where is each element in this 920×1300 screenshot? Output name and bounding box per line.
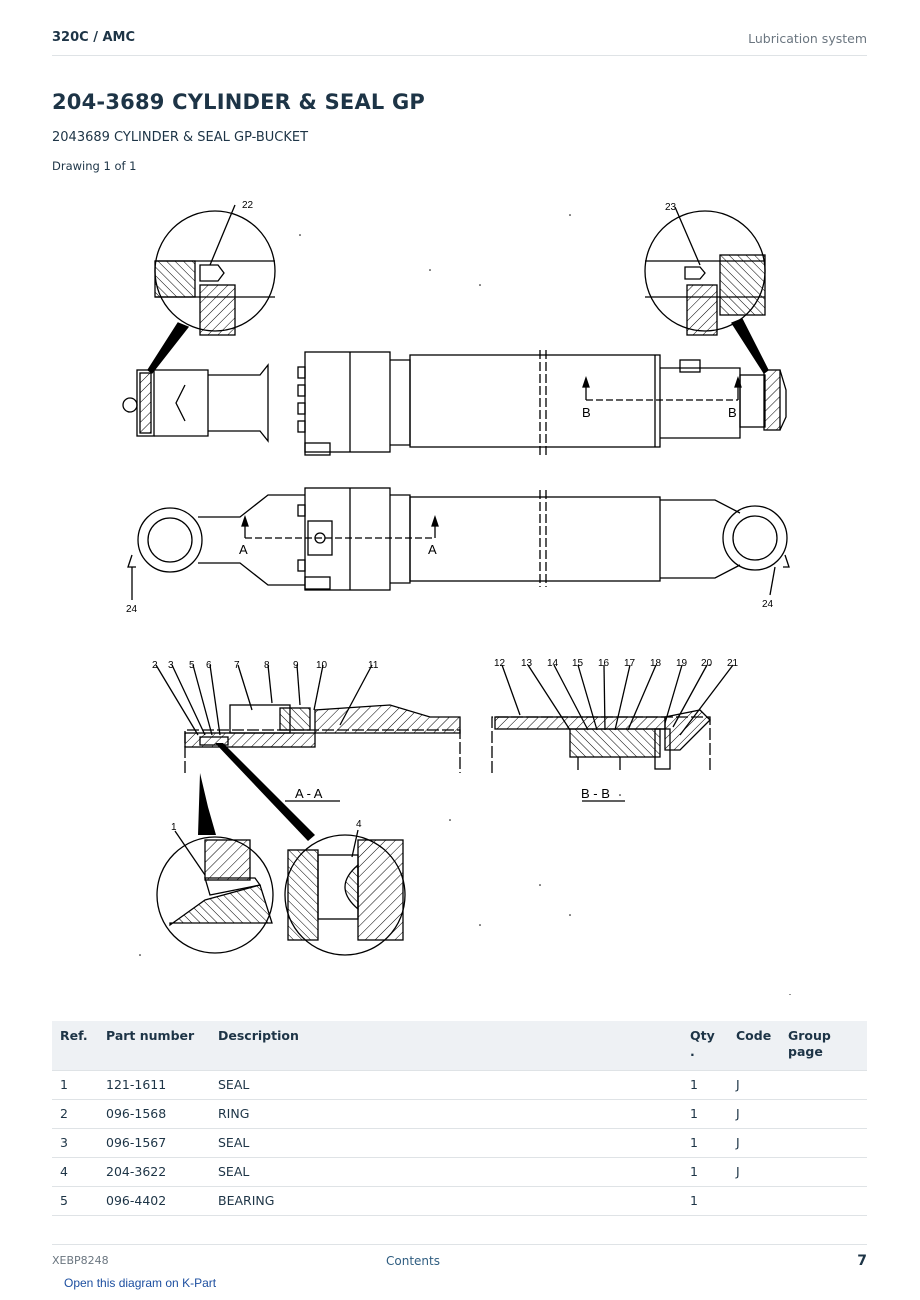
table-row: 3 096-1567 SEAL 1 J (52, 1128, 867, 1158)
section-mark-a-left: A (239, 542, 248, 557)
col-header-code: Code (728, 1021, 780, 1070)
callout-24-right: 24 (762, 599, 774, 610)
cell-description: SEAL (210, 1128, 682, 1158)
cell-description: SEAL (210, 1070, 682, 1100)
callout-4: 4 (356, 819, 362, 830)
callout-12: 12 (494, 658, 506, 669)
callout-22: 22 (242, 200, 254, 211)
cell-qty: 1 (682, 1070, 728, 1100)
callout-21: 21 (727, 658, 739, 669)
callout-1: 1 (171, 822, 177, 833)
section-b-b (491, 664, 734, 802)
detail-circle-4 (284, 829, 406, 956)
col-header-group-page: Group page (780, 1021, 867, 1070)
callout-14: 14 (547, 658, 559, 669)
col-header-description: Description (210, 1021, 682, 1070)
parts-diagram: 22 23 24 24 A A B B 2 3 5 6 7 8 9 10 11 … (100, 195, 820, 996)
callout-9: 9 (293, 660, 299, 671)
section-b-b-label: B - B (581, 786, 610, 801)
callout-15: 15 (572, 658, 584, 669)
section-mark-b-left: B (582, 405, 591, 420)
callout-8: 8 (264, 660, 270, 671)
col-header-part-number: Part number (98, 1021, 210, 1070)
cell-code (728, 1186, 780, 1216)
callout-18: 18 (650, 658, 662, 669)
cell-part-number: 096-1568 (98, 1099, 210, 1129)
open-kpart-link[interactable]: Open this diagram on K-Part (64, 1276, 217, 1290)
col-header-qty: Qty . (682, 1021, 728, 1070)
cell-ref: 1 (52, 1070, 98, 1100)
page-title: 204-3689 CYLINDER & SEAL GP (52, 90, 426, 114)
table-row: 2 096-1568 RING 1 J (52, 1099, 867, 1129)
table-row: 5 096-4402 BEARING 1 (52, 1186, 867, 1216)
cell-group-page (780, 1128, 867, 1158)
callout-20: 20 (701, 658, 713, 669)
cell-part-number: 096-4402 (98, 1186, 210, 1216)
cell-code: J (728, 1099, 780, 1129)
table-row: 4 204-3622 SEAL 1 J (52, 1157, 867, 1187)
cell-description: RING (210, 1099, 682, 1129)
callout-19: 19 (676, 658, 688, 669)
cylinder-side-view (127, 487, 790, 600)
cell-code: J (728, 1070, 780, 1100)
cell-part-number: 204-3622 (98, 1157, 210, 1187)
page-footer: XEBP8248 Contents 7 (52, 1244, 867, 1270)
cell-qty: 1 (682, 1186, 728, 1216)
callout-10: 10 (316, 660, 328, 671)
document-id: XEBP8248 (52, 1254, 109, 1267)
cell-qty: 1 (682, 1128, 728, 1158)
cell-ref: 3 (52, 1128, 98, 1158)
callout-17: 17 (624, 658, 636, 669)
cell-ref: 5 (52, 1186, 98, 1216)
callout-24-left: 24 (126, 604, 138, 615)
cell-group-page (780, 1157, 867, 1187)
callout-13: 13 (521, 658, 533, 669)
cylinder-drawing-svg: 22 23 24 24 A A B B 2 3 5 6 7 8 9 10 11 … (122, 200, 791, 996)
detail-circle-22 (147, 204, 276, 374)
callout-23: 23 (665, 202, 677, 213)
cell-description: BEARING (210, 1186, 682, 1216)
callout-11: 11 (368, 660, 379, 671)
callout-2: 2 (152, 660, 158, 671)
cylinder-top-view (122, 350, 787, 456)
cell-ref: 4 (52, 1157, 98, 1187)
model-label: 320C / AMC (52, 30, 136, 45)
col-header-ref: Ref. (52, 1021, 98, 1070)
cell-qty: 1 (682, 1157, 728, 1187)
cell-code: J (728, 1157, 780, 1187)
callout-6: 6 (206, 660, 212, 671)
cell-part-number: 121-1611 (98, 1070, 210, 1100)
section-mark-a-right: A (428, 542, 437, 557)
section-a-a-label: A - A (295, 786, 323, 801)
cell-group-page (780, 1099, 867, 1129)
parts-table: Ref. Part number Description Qty . Code … (52, 1021, 867, 1216)
contents-link[interactable]: Contents (386, 1254, 440, 1268)
table-header-row: Ref. Part number Description Qty . Code … (52, 1021, 867, 1070)
callout-7: 7 (234, 660, 240, 671)
cell-code: J (728, 1128, 780, 1158)
cell-ref: 2 (52, 1099, 98, 1129)
callout-5: 5 (189, 660, 195, 671)
page-subtitle: 2043689 CYLINDER & SEAL GP-BUCKET (52, 130, 309, 145)
callout-3: 3 (168, 660, 174, 671)
page-number: 7 (857, 1253, 867, 1269)
section-mark-b-right: B (728, 405, 737, 420)
section-a-a (155, 664, 461, 841)
cell-qty: 1 (682, 1099, 728, 1129)
callout-16: 16 (598, 658, 610, 669)
cell-description: SEAL (210, 1157, 682, 1187)
detail-circle-23 (644, 206, 769, 374)
table-row: 1 121-1611 SEAL 1 J (52, 1070, 867, 1100)
detail-circle-1 (156, 830, 274, 954)
drawing-count: Drawing 1 of 1 (52, 159, 137, 173)
cell-group-page (780, 1186, 867, 1216)
cell-part-number: 096-1567 (98, 1128, 210, 1158)
page-header: 320C / AMC Lubrication system (52, 30, 867, 56)
cell-group-page (780, 1070, 867, 1100)
section-label: Lubrication system (748, 31, 867, 46)
